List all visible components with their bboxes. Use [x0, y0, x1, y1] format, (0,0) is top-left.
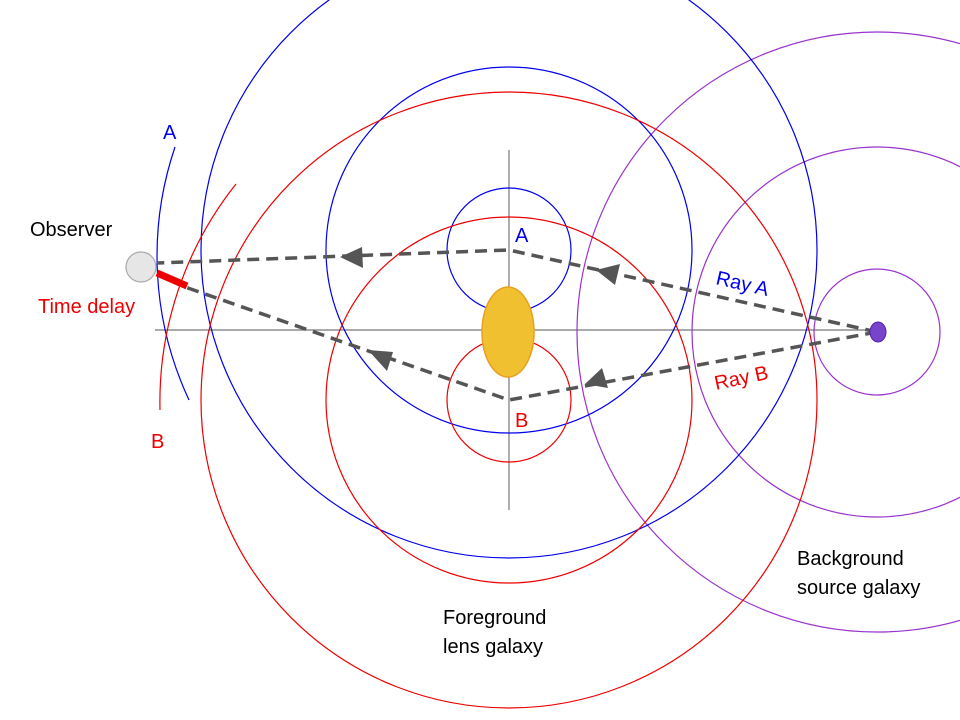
source-wavefront-1 — [813, 268, 941, 396]
image-a-left-label: A — [163, 122, 177, 144]
ray-a-wavefront-3 — [200, 0, 818, 559]
image-a-center-label: A — [515, 225, 529, 247]
image-b-center-label: B — [515, 410, 528, 432]
lens-galaxy — [481, 286, 535, 378]
time-delay-marker — [155, 269, 189, 290]
source-galaxy — [869, 321, 887, 343]
ray-b-wavefront-2 — [325, 216, 693, 584]
time-delay-label: Time delay — [38, 296, 135, 318]
background-source-galaxy-label-line1: Background — [797, 548, 904, 570]
image-b-left-label: B — [151, 431, 164, 453]
ray-b-arrow-1 — [585, 368, 608, 388]
ray-b-arrow-2 — [368, 350, 393, 371]
source-wavefront-2 — [691, 146, 960, 518]
source-wavefront-3 — [576, 31, 960, 633]
ray-b-wavefront-4 — [159, 183, 237, 411]
observer-label: Observer — [30, 219, 113, 241]
ray-a-path — [156, 248, 878, 334]
observer-icon — [125, 251, 157, 283]
ray-a-arrow-2 — [340, 247, 363, 268]
ray-b-wavefronts — [159, 91, 818, 709]
foreground-lens-galaxy-label-line1: Foreground — [443, 607, 546, 629]
foreground-lens-galaxy-label-line2: lens galaxy — [443, 636, 543, 658]
source-wavefronts — [576, 31, 960, 633]
ray-a-wavefront-2 — [325, 66, 693, 434]
ray-b-label: Ray B — [712, 362, 770, 395]
ray-a-arrow-1 — [596, 264, 620, 285]
ray-b-wavefront-3 — [200, 91, 818, 709]
background-source-galaxy-label-line2: source galaxy — [797, 577, 920, 599]
ray-b-path — [184, 285, 878, 402]
